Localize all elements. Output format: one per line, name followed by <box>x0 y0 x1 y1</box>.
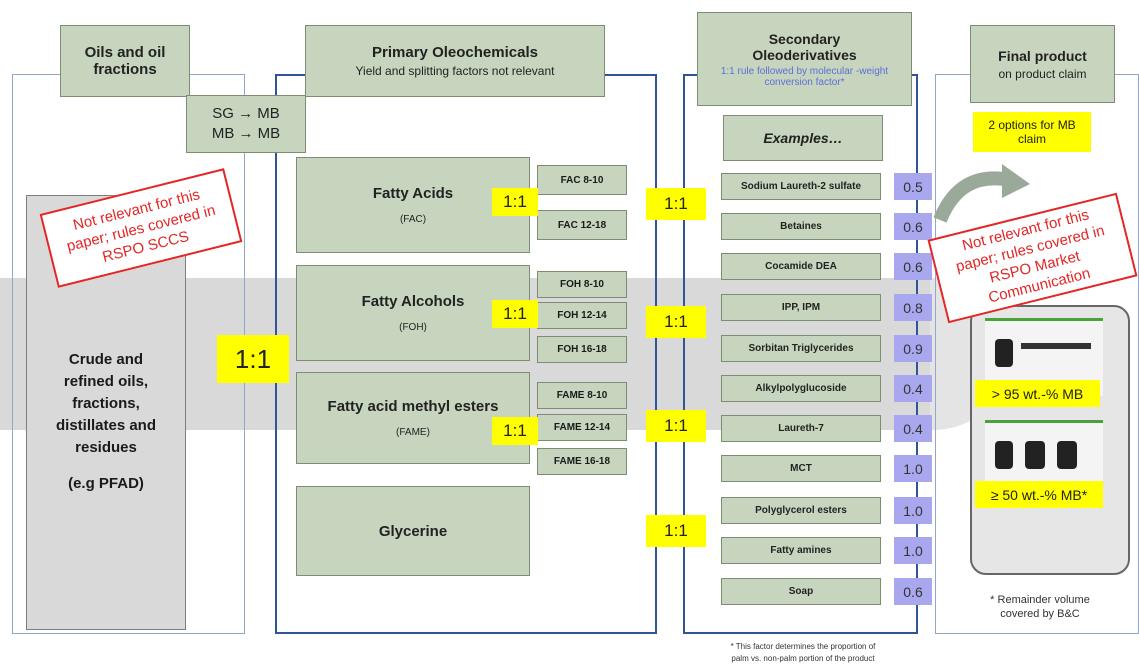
mb-options-label: 2 options for MB claim <box>973 112 1091 152</box>
product-row: Fatty amines <box>721 537 881 564</box>
product-row: Sorbitan Triglycerides <box>721 335 881 362</box>
final-header-title: Final product <box>998 47 1087 64</box>
secondary-header: Secondary Oleoderivatives 1:1 rule follo… <box>697 12 912 106</box>
product-row: Laureth-7 <box>721 415 881 442</box>
claim-50-mb: ≥ 50 wt.-% MB* <box>975 481 1103 508</box>
footnote: * This factor determines the proportion … <box>683 641 923 665</box>
ratio-fac: 1:1 <box>492 188 538 216</box>
product-factor: 0.6 <box>894 213 932 240</box>
product-row: Soap <box>721 578 881 605</box>
examples-label-box: Examples… <box>723 115 883 161</box>
product-row: Betaines <box>721 213 881 240</box>
crude-line-4: distillates and <box>55 416 157 434</box>
examples-label: Examples… <box>763 130 843 146</box>
product-factor: 0.4 <box>894 375 932 402</box>
product-factor: 0.9 <box>894 335 932 362</box>
sub-foh-12-14: FOH 12-14 <box>537 302 627 329</box>
primary-header-title: Primary Oleochemicals <box>372 44 538 61</box>
product-image-icon <box>995 441 1013 469</box>
crude-line-3: fractions, <box>72 394 140 412</box>
oils-header-title: Oils and oil fractions <box>84 44 166 78</box>
ratio-secondary-glycerine: 1:1 <box>646 515 706 547</box>
product-row: Polyglycerol esters <box>721 497 881 524</box>
product-image-icon <box>1057 441 1077 469</box>
primary-group-fatty-acids: Fatty Acids (FAC) <box>296 157 530 253</box>
footnote-line-2: palm vs. non-palm portion of the product <box>731 654 875 663</box>
remainder-note: * Remainder volume covered by B&C <box>990 594 1090 620</box>
transition-sg-mb: SG → MB <box>212 105 280 122</box>
primary-header-subtitle: Yield and splitting factors not relevant <box>355 64 555 78</box>
group-name: Glycerine <box>378 522 448 540</box>
sub-fame-8-10: FAME 8-10 <box>537 382 627 409</box>
primary-group-glycerine: Glycerine <box>296 486 530 576</box>
crude-line-1: Crude and <box>68 350 144 368</box>
primary-group-fatty-alcohols: Fatty Alcohols (FOH) <box>296 265 530 361</box>
footnote-line-1: * This factor determines the proportion … <box>730 642 876 651</box>
sub-fac-12-18: FAC 12-18 <box>537 210 627 240</box>
product-image-icon <box>995 339 1013 367</box>
group-abbr: (FOH) <box>399 322 427 333</box>
sub-foh-16-18: FOH 16-18 <box>537 336 627 363</box>
ratio-secondary-fame: 1:1 <box>646 410 706 442</box>
secondary-product-list: Sodium Laureth-2 sulfate 0.5 Betaines 0.… <box>719 170 939 610</box>
final-header: Final product on product claim <box>970 25 1115 103</box>
product-row: Sodium Laureth-2 sulfate <box>721 173 881 200</box>
product-factor: 0.5 <box>894 173 932 200</box>
group-abbr: (FAC) <box>399 214 427 225</box>
ratio-main: 1:1 <box>217 335 289 383</box>
ratio-secondary-fac: 1:1 <box>646 188 706 220</box>
transition-box: SG → MB MB → MB <box>186 95 306 153</box>
crude-line-5: residues <box>75 438 137 456</box>
primary-header: Primary Oleochemicals Yield and splittin… <box>305 25 605 97</box>
product-image-icon <box>1025 441 1045 469</box>
product-factor: 1.0 <box>894 497 932 524</box>
sub-fame-16-18: FAME 16-18 <box>537 448 627 475</box>
curved-arrow-icon <box>933 164 1030 223</box>
sub-fame-12-14: FAME 12-14 <box>537 414 627 441</box>
product-factor: 0.6 <box>894 253 932 280</box>
secondary-header-subtitle: 1:1 rule followed by molecular -weight c… <box>720 65 889 88</box>
product-factor: 0.4 <box>894 415 932 442</box>
transition-mb-mb: MB → MB <box>211 125 281 142</box>
claim-95-mb: > 95 wt.-% MB <box>975 380 1100 407</box>
final-header-subtitle: on product claim <box>998 66 1087 81</box>
oils-header: Oils and oil fractions <box>60 25 190 97</box>
secondary-header-title: Secondary Oleoderivatives <box>752 30 857 63</box>
group-name: Fatty Acids <box>372 185 454 202</box>
product-factor: 0.6 <box>894 578 932 605</box>
product-row: Alkylpolyglucoside <box>721 375 881 402</box>
sub-foh-8-10: FOH 8-10 <box>537 271 627 298</box>
ratio-fame: 1:1 <box>492 417 538 445</box>
crude-line-2: refined oils, <box>63 372 149 390</box>
primary-group-fame: Fatty acid methyl esters (FAME) <box>296 372 530 464</box>
group-name: Fatty acid methyl esters <box>327 398 499 415</box>
product-row: MCT <box>721 455 881 482</box>
product-factor: 1.0 <box>894 537 932 564</box>
group-abbr: (FAME) <box>396 427 430 438</box>
ratio-secondary-foh: 1:1 <box>646 306 706 338</box>
ratio-foh: 1:1 <box>492 300 538 328</box>
group-name: Fatty Alcohols <box>361 293 465 310</box>
product-factor: 1.0 <box>894 455 932 482</box>
product-row: IPP, IPM <box>721 294 881 321</box>
product-factor: 0.8 <box>894 294 932 321</box>
crude-example: (e.g PFAD) <box>68 474 144 492</box>
product-row: Cocamide DEA <box>721 253 881 280</box>
product-info-bar <box>1021 343 1091 349</box>
sub-fac-8-10: FAC 8-10 <box>537 165 627 195</box>
